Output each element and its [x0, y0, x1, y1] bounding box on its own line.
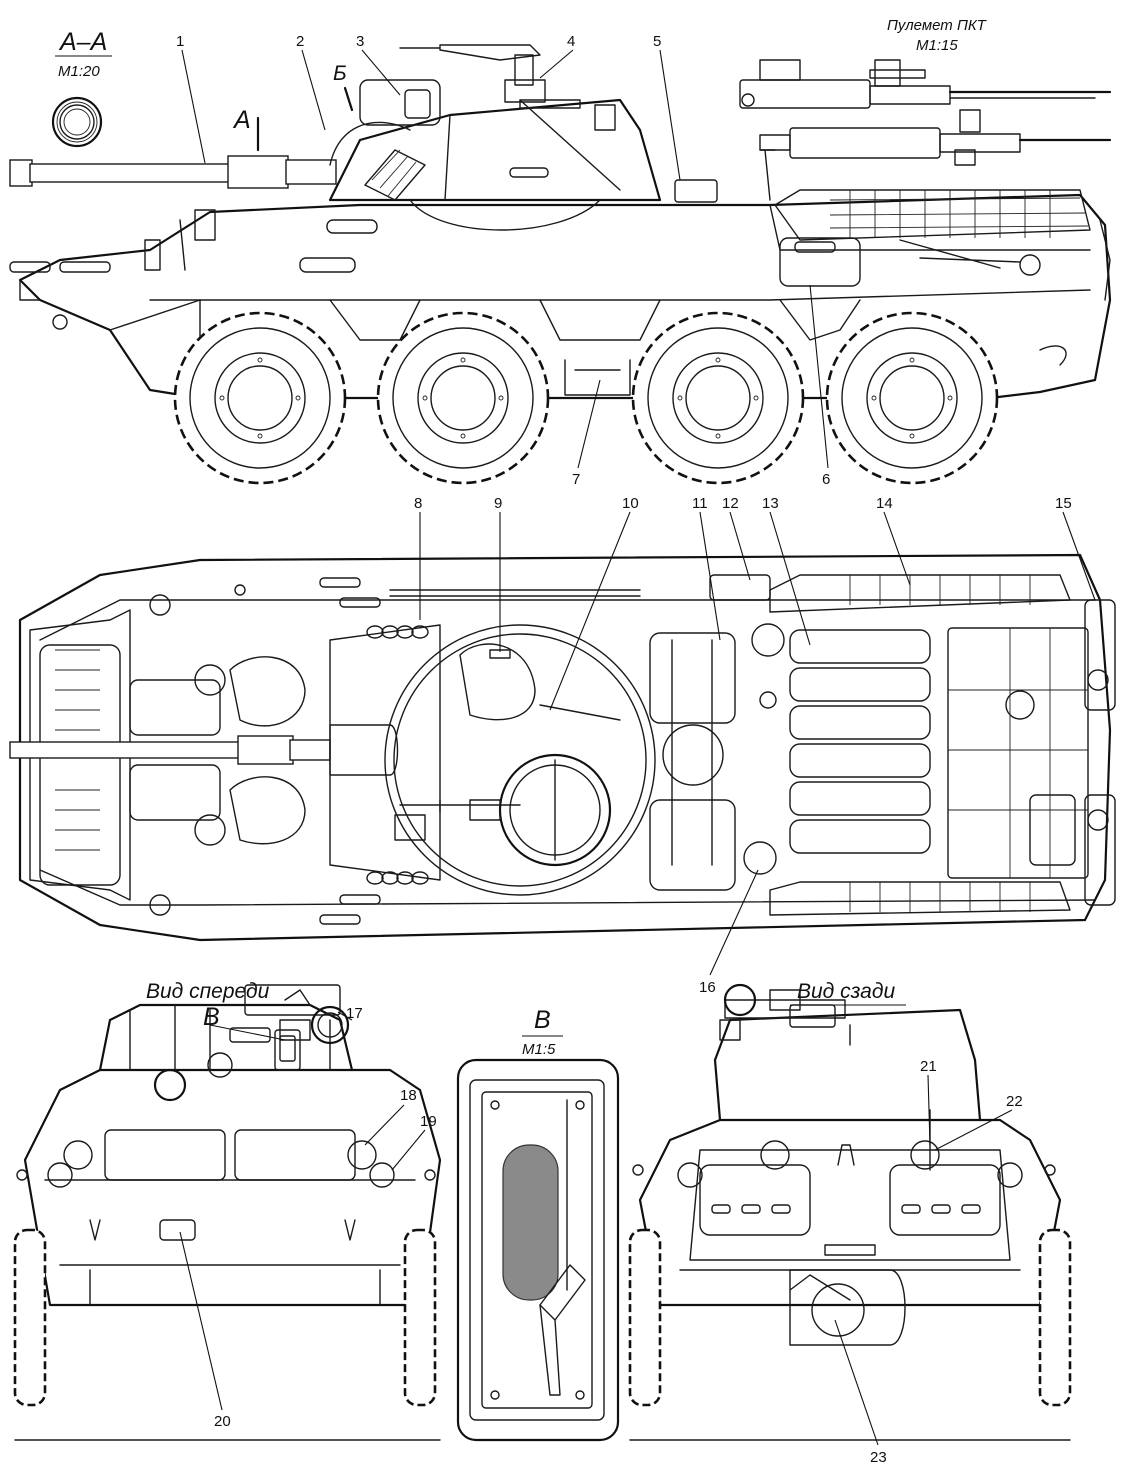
- callout-9: 9: [494, 495, 502, 512]
- section-aa-drawing: [51, 96, 103, 148]
- detail-v-label: В: [534, 1006, 551, 1034]
- callout-10: 10: [622, 495, 639, 512]
- rear-view-title: Вид сзади: [790, 980, 906, 1006]
- machine-gun-title: Пулемет ПКТ М1:15: [887, 17, 988, 54]
- rear-view-label: Вид сзади: [797, 980, 895, 1003]
- callout-2: 2: [296, 33, 304, 50]
- detail-v-title: В М1:5: [522, 1006, 563, 1058]
- detail-v: [456, 1058, 620, 1442]
- callout-13: 13: [762, 495, 779, 512]
- callout-16: 16: [699, 979, 716, 996]
- detail-v-scale: М1:5: [522, 1041, 556, 1058]
- view-marker-v: В: [203, 1003, 220, 1031]
- callout-8: 8: [414, 495, 422, 512]
- callout-11: 11: [692, 495, 708, 512]
- wheel-2: [376, 311, 550, 485]
- callout-17: 17: [346, 1005, 363, 1022]
- callout-12: 12: [722, 495, 739, 512]
- detail-v-window: [502, 1144, 559, 1301]
- callout-19: 19: [420, 1113, 437, 1130]
- section-aa-label: А–А: [58, 28, 107, 56]
- callout-22: 22: [1006, 1093, 1023, 1110]
- callout-23: 23: [870, 1449, 887, 1466]
- section-aa-scale: М1:20: [58, 63, 100, 80]
- front-view-title: Вид спереди: [140, 980, 278, 1006]
- callout-15: 15: [1055, 495, 1072, 512]
- top-view: [9, 553, 1116, 942]
- callout-3: 3: [356, 33, 364, 50]
- wheel-1: [173, 311, 347, 485]
- rear-view: [628, 983, 1072, 1441]
- machine-gun-pkt: [739, 59, 1112, 166]
- section-marker-a: А: [232, 106, 251, 134]
- view-marker-b: Б: [333, 62, 347, 85]
- machine-gun-label: Пулемет ПКТ: [887, 17, 988, 34]
- callout-4: 4: [567, 33, 575, 50]
- callout-18: 18: [400, 1087, 417, 1104]
- machine-gun-scale: М1:15: [916, 37, 958, 54]
- callout-5: 5: [653, 33, 661, 50]
- wheel-4: [825, 311, 999, 485]
- front-view: [13, 984, 442, 1441]
- callout-leaders: [179, 49, 1096, 1446]
- callout-20: 20: [214, 1413, 231, 1430]
- wheel-3: [631, 311, 805, 485]
- callout-7: 7: [572, 471, 580, 488]
- callout-21: 21: [920, 1058, 937, 1075]
- callout-numbers: 1 2 3 4 5 6 7 8 9 10 11 12 13 14 15 16 1…: [176, 33, 1072, 1466]
- callout-1: 1: [176, 33, 184, 50]
- callout-14: 14: [876, 495, 893, 512]
- section-aa-title: А–А М1:20: [55, 28, 112, 80]
- front-view-label: Вид спереди: [146, 980, 270, 1003]
- callout-6: 6: [822, 471, 830, 488]
- side-view: А Б: [9, 44, 1112, 485]
